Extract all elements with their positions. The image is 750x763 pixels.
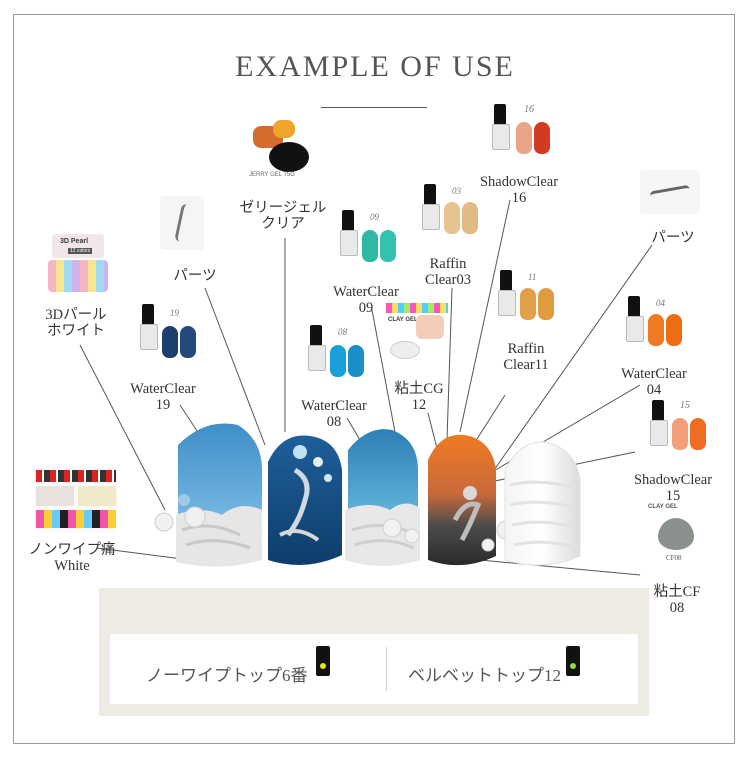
clay-gel-label-2: CLAY GEL [648,504,678,510]
swatch-wc19-b [180,326,196,358]
nail-4 [428,434,496,566]
page-frame [13,14,735,744]
mermaid-part-right [640,170,700,214]
bottle-number-03: 03 [452,186,461,196]
bottle-raffin03: 03 [422,184,482,244]
swatch-wc19-a [162,326,178,358]
bottle-shadow15: 15 [650,400,712,460]
swatch-shadow16-b [534,122,550,154]
label-nowipe-top-6: ノーワイプトップ6番 [146,666,308,685]
bottle-wc09: 09 [340,210,400,270]
pearl-pack-label: 3D Pearl [60,238,89,245]
bottle-number-09: 09 [370,212,379,222]
nowipe-product [34,466,118,532]
clay-cf-swatch [658,518,694,550]
swatch-shadow15-b [690,418,706,450]
swatch-raffin03-b [462,202,478,234]
bottle-wc04: 04 [626,296,688,356]
velvet-top-bottle [566,646,580,676]
label-parts-right: パーツ [651,230,695,246]
bottle-number-16: 16 [524,104,534,115]
jelly-pack-label: JERRY GEL 75G [249,172,295,178]
leader-parts-right [479,244,653,491]
leader-claycf [479,559,641,576]
top-coat-divider [386,647,387,691]
bottle-wc19: 19 [140,304,196,364]
pearl-pack-sub: 12 colors [68,248,93,254]
top-coat-box [110,634,638,704]
pearl-product: 3D Pearl 12 colors [46,234,110,294]
label-parts-left: パーツ [173,268,217,284]
bottle-shadow16: 16 [492,104,556,164]
bottle-number-04: 04 [656,298,665,308]
swatch-shadow15-a [672,418,688,450]
bottle-raffin11: 11 [498,270,560,330]
leader-parts-left [204,287,266,446]
bottle-wc08: 08 [308,325,368,385]
clay-gel-label-1: CLAY GEL [388,317,418,323]
bottle-number-11: 11 [528,272,537,282]
bottle-number-15: 15 [680,400,690,411]
bottle-number-08: 08 [338,327,347,337]
swatch-wc08-b [348,345,364,377]
mermaid-part-left [160,196,204,250]
swatch-wc08-a [330,345,346,377]
label-velvet-top-12: ベルベットトップ12 [408,666,561,685]
swatch-wc09-b [380,230,396,262]
swatch-shadow16-a [516,122,532,154]
leader-nowipe [96,547,191,561]
swatch-raffin11-b [538,288,554,320]
bottle-number-19: 19 [170,308,179,318]
swatch-wc04-a [648,314,664,346]
label-3d-pearl: 3Dパールホワイト [45,307,107,339]
leader-pearl [79,344,166,511]
page-title: Example of use [235,50,515,83]
swatch-wc04-b [666,314,682,346]
label-jelly-gel: ゼリージェルクリア [239,200,327,232]
clay-gel-cg-product: CLAY GEL [386,303,448,361]
title-rule [321,107,427,108]
leader-raffin03 [446,287,453,441]
nowipe-top-bottle [316,646,330,676]
leader-shadow16 [459,199,511,433]
leader-wc09 [371,309,399,449]
leader-wc08 [346,417,361,441]
swatch-raffin11-a [520,288,536,320]
clay-cf-code: CF08 [666,554,682,562]
swatch-wc09-a [362,230,378,262]
jelly-gel-product: JERRY GEL 75G [245,120,325,188]
clay-gel-cf-product: CLAY GEL CF08 [648,504,710,570]
swatch-raffin03-a [444,202,460,234]
